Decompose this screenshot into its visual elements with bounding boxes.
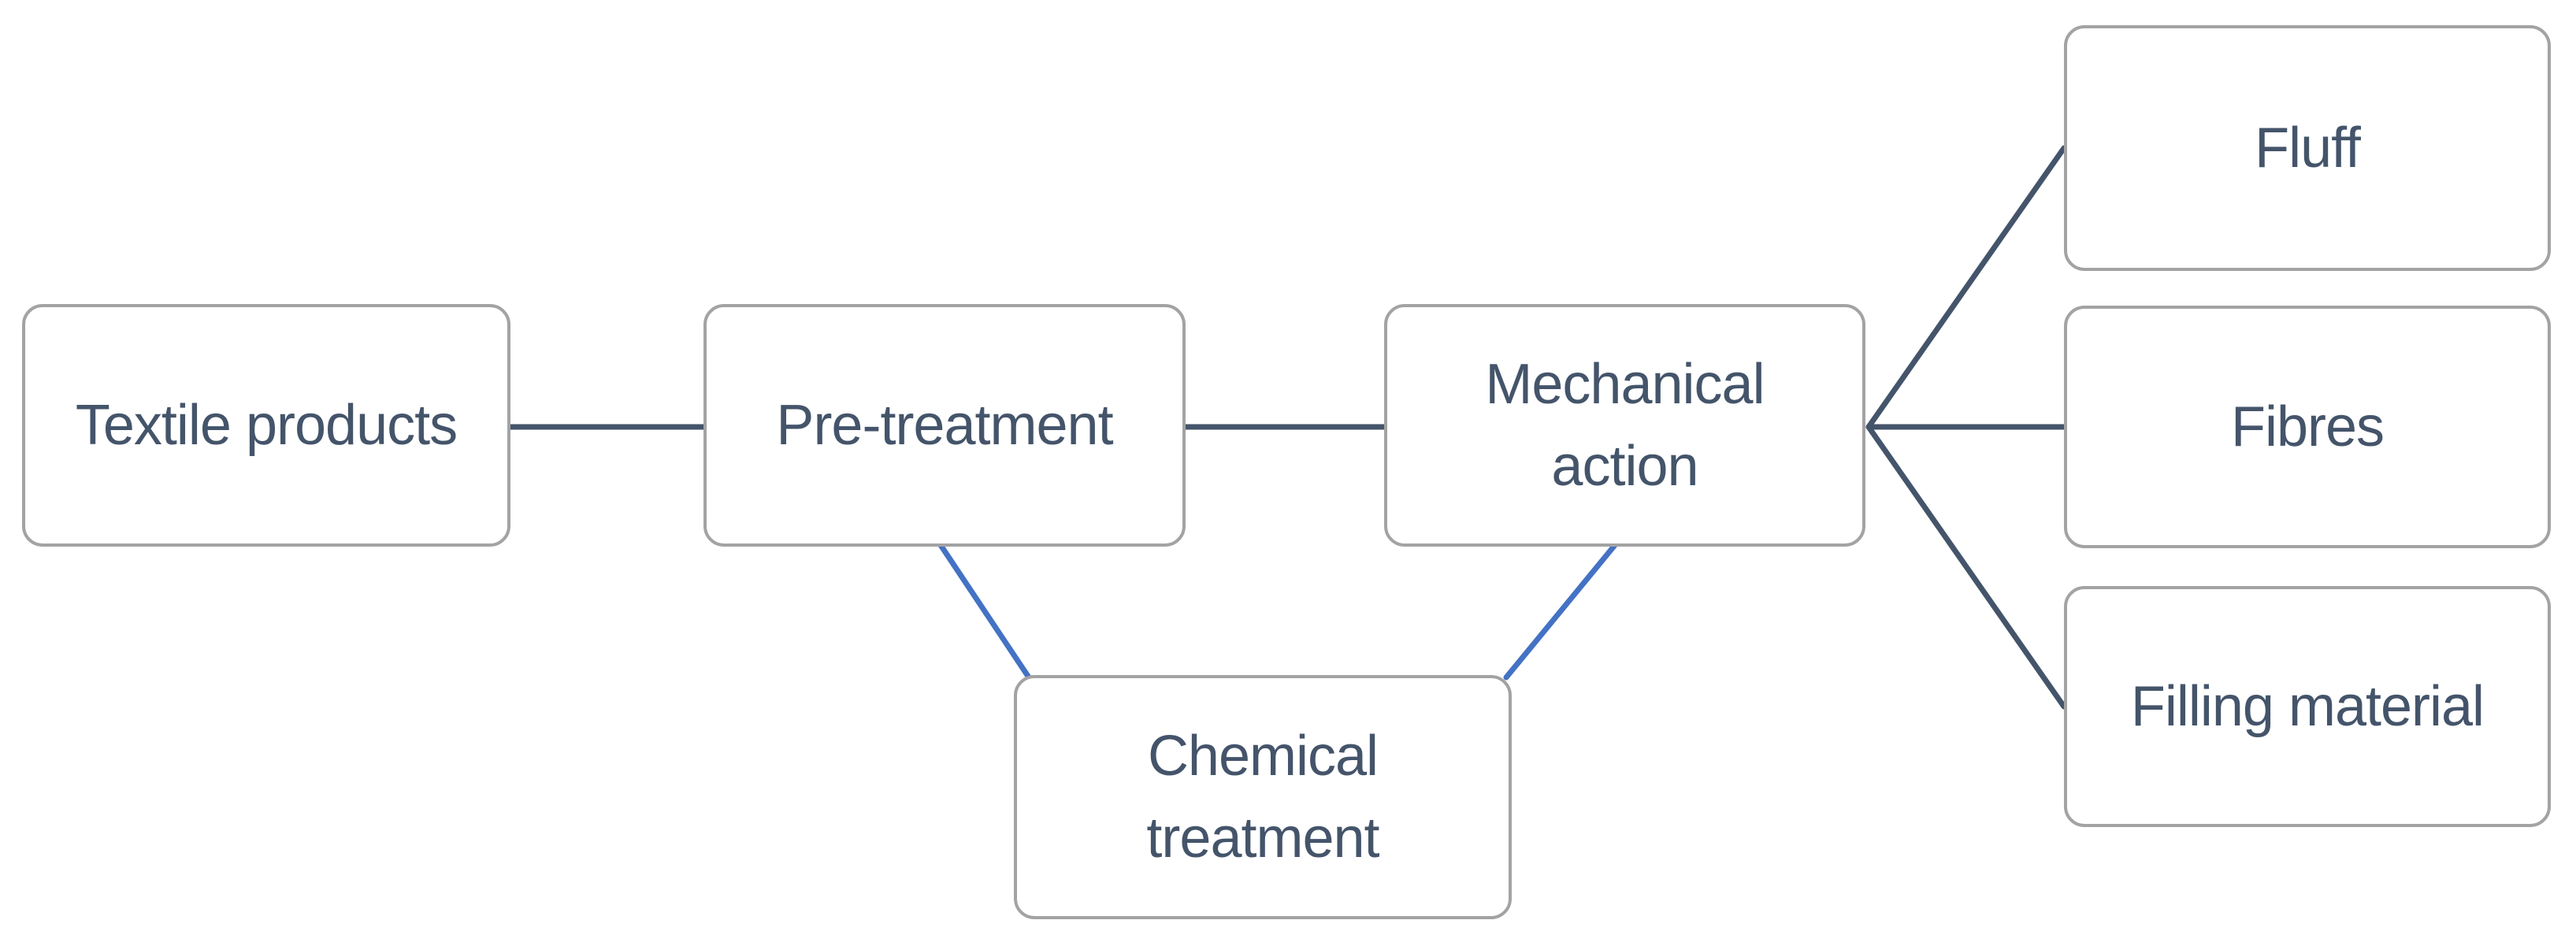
connector-chemical-mechanical: [1503, 542, 1618, 681]
node-fibres: Fibres: [2064, 306, 2551, 548]
node-label-filling-material: Filling material: [2130, 674, 2485, 738]
connector-pretreatment-chemical: [937, 542, 1032, 681]
connector-mechanical-filling: [1865, 424, 2067, 710]
node-label-textile-products: Textile products: [75, 393, 458, 457]
node-filling-material: Filling material: [2064, 586, 2551, 827]
node-textile-products: Textile products: [22, 304, 510, 547]
connector-mechanical-fluff: [1865, 145, 2067, 430]
node-fluff: Fluff: [2064, 25, 2551, 271]
node-label-mechanical-action: Mechanical action: [1485, 352, 1765, 498]
node-label-chemical-treatment: Chemical treatment: [1146, 724, 1379, 870]
node-pre-treatment: Pre-treatment: [703, 304, 1186, 547]
node-label-fibres: Fibres: [2230, 395, 2385, 458]
node-label-fluff: Fluff: [2255, 116, 2361, 180]
node-chemical-treatment: Chemical treatment: [1014, 675, 1512, 919]
node-mechanical-action: Mechanical action: [1384, 304, 1865, 547]
node-label-pre-treatment: Pre-treatment: [776, 393, 1113, 457]
